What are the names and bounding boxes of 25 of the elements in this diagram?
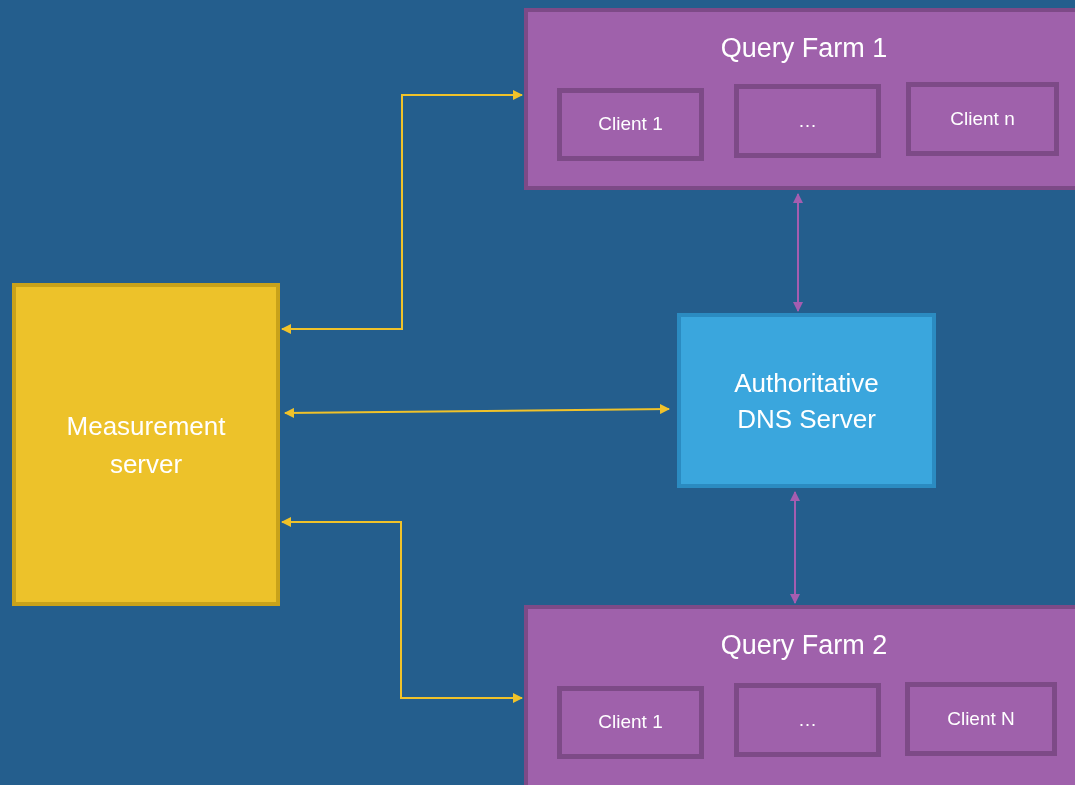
connector-arrow [790,491,800,604]
node-label: Client 1 [598,112,663,137]
connector-arrow [281,517,523,703]
connector-arrow [284,404,670,418]
node-label: Client 1 [598,710,663,735]
client-box [734,84,881,158]
node-label: Query Farm 2 [720,629,888,662]
client-box [734,683,881,757]
node-label: Authoritative DNS Server [733,366,880,436]
node-label: Measurement server [65,409,227,481]
connector-arrow [793,193,803,312]
node-label: Client N [947,706,1015,731]
group-box [524,8,1075,190]
node-label: … [798,707,817,732]
client-box [557,686,704,759]
node-label: … [798,108,817,133]
group-box [524,605,1075,785]
server-box [677,313,936,488]
node-label: Query Farm 1 [720,32,888,65]
client-box [906,82,1059,156]
node-label: Client n [950,106,1015,131]
connector-arrow [281,90,523,334]
client-box [557,88,704,161]
client-box [905,682,1057,756]
server-box [12,283,280,606]
